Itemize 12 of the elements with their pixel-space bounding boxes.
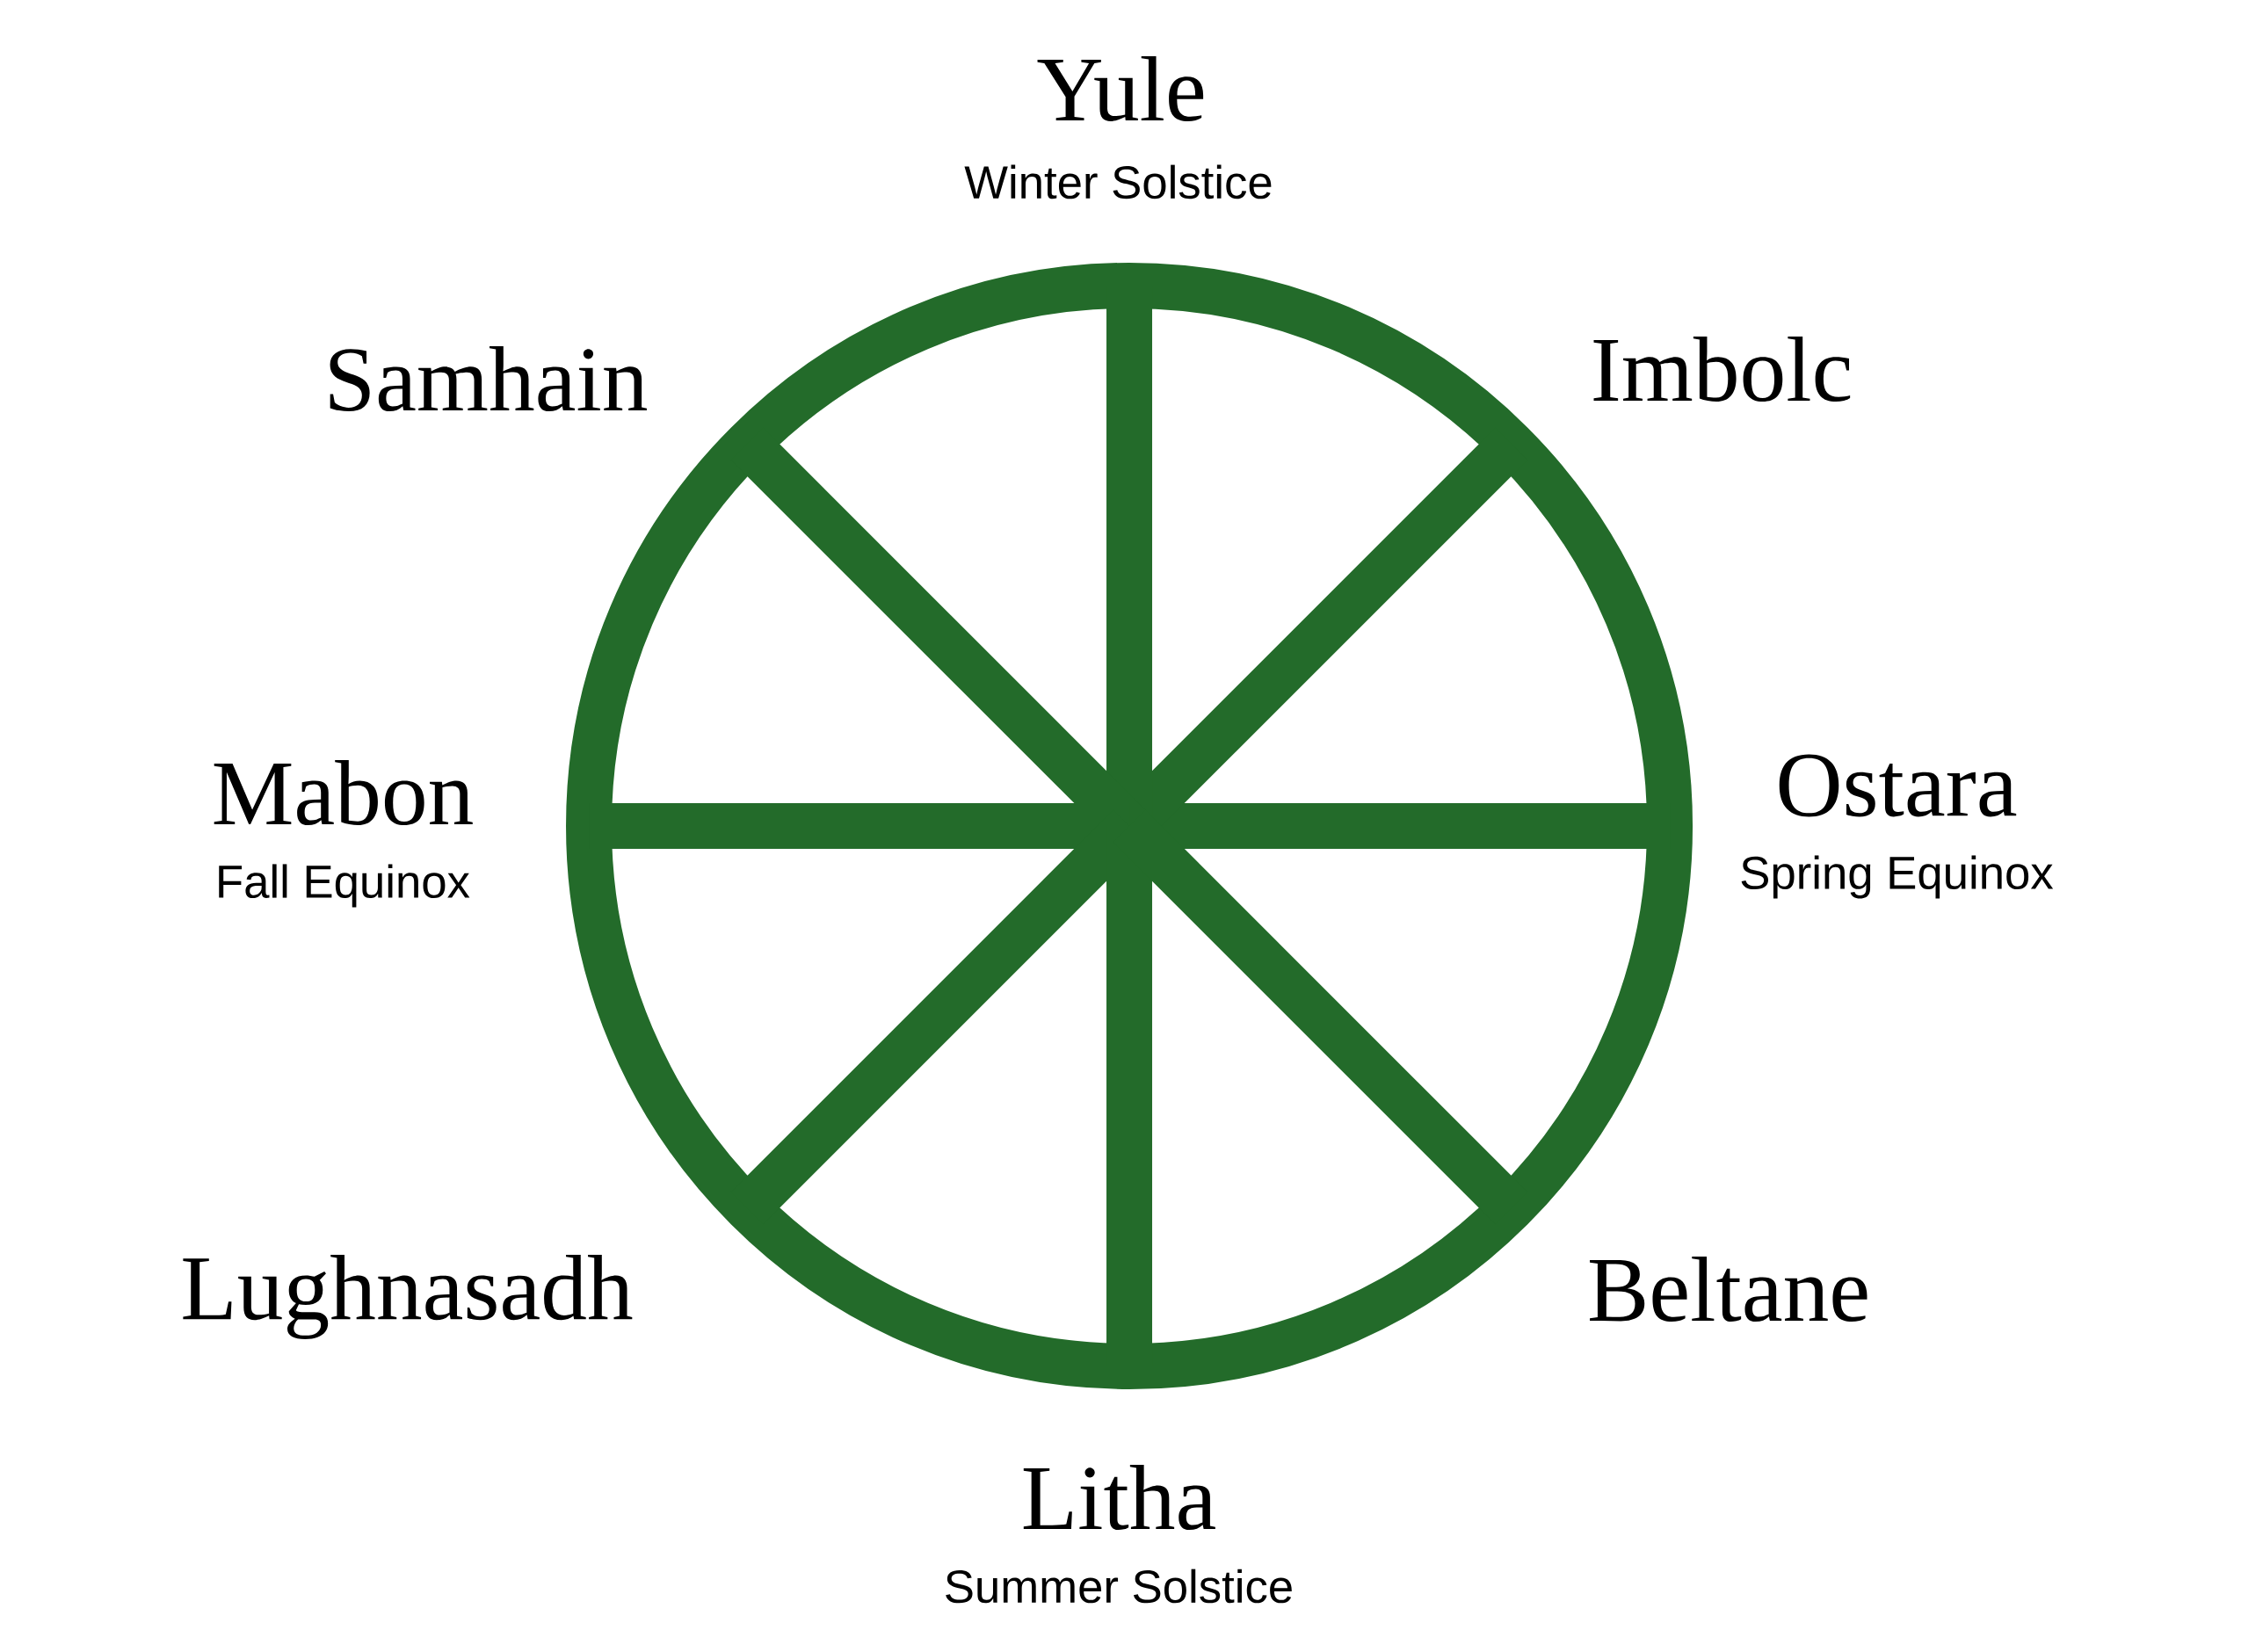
- festival-subtitle: Fall Equinox: [219, 864, 470, 908]
- festival-name: Beltane: [1590, 1256, 1868, 1322]
- festival-name: Imbolc: [1593, 336, 1851, 402]
- festival-subtitle: Spring Equinox: [1741, 855, 2054, 899]
- festival-subtitle: Summer Solstice: [946, 1569, 1292, 1604]
- festival-name: Ostara: [1779, 754, 2017, 817]
- festival-name: Yule: [1037, 55, 1204, 122]
- festival-name: Litha: [1023, 1464, 1215, 1531]
- festival-name: Mabon: [214, 759, 473, 826]
- festival-subtitle: Winter Solstice: [964, 164, 1272, 199]
- festival-name: Lughnasadh: [183, 1255, 633, 1339]
- festival-name: Samhain: [330, 345, 647, 412]
